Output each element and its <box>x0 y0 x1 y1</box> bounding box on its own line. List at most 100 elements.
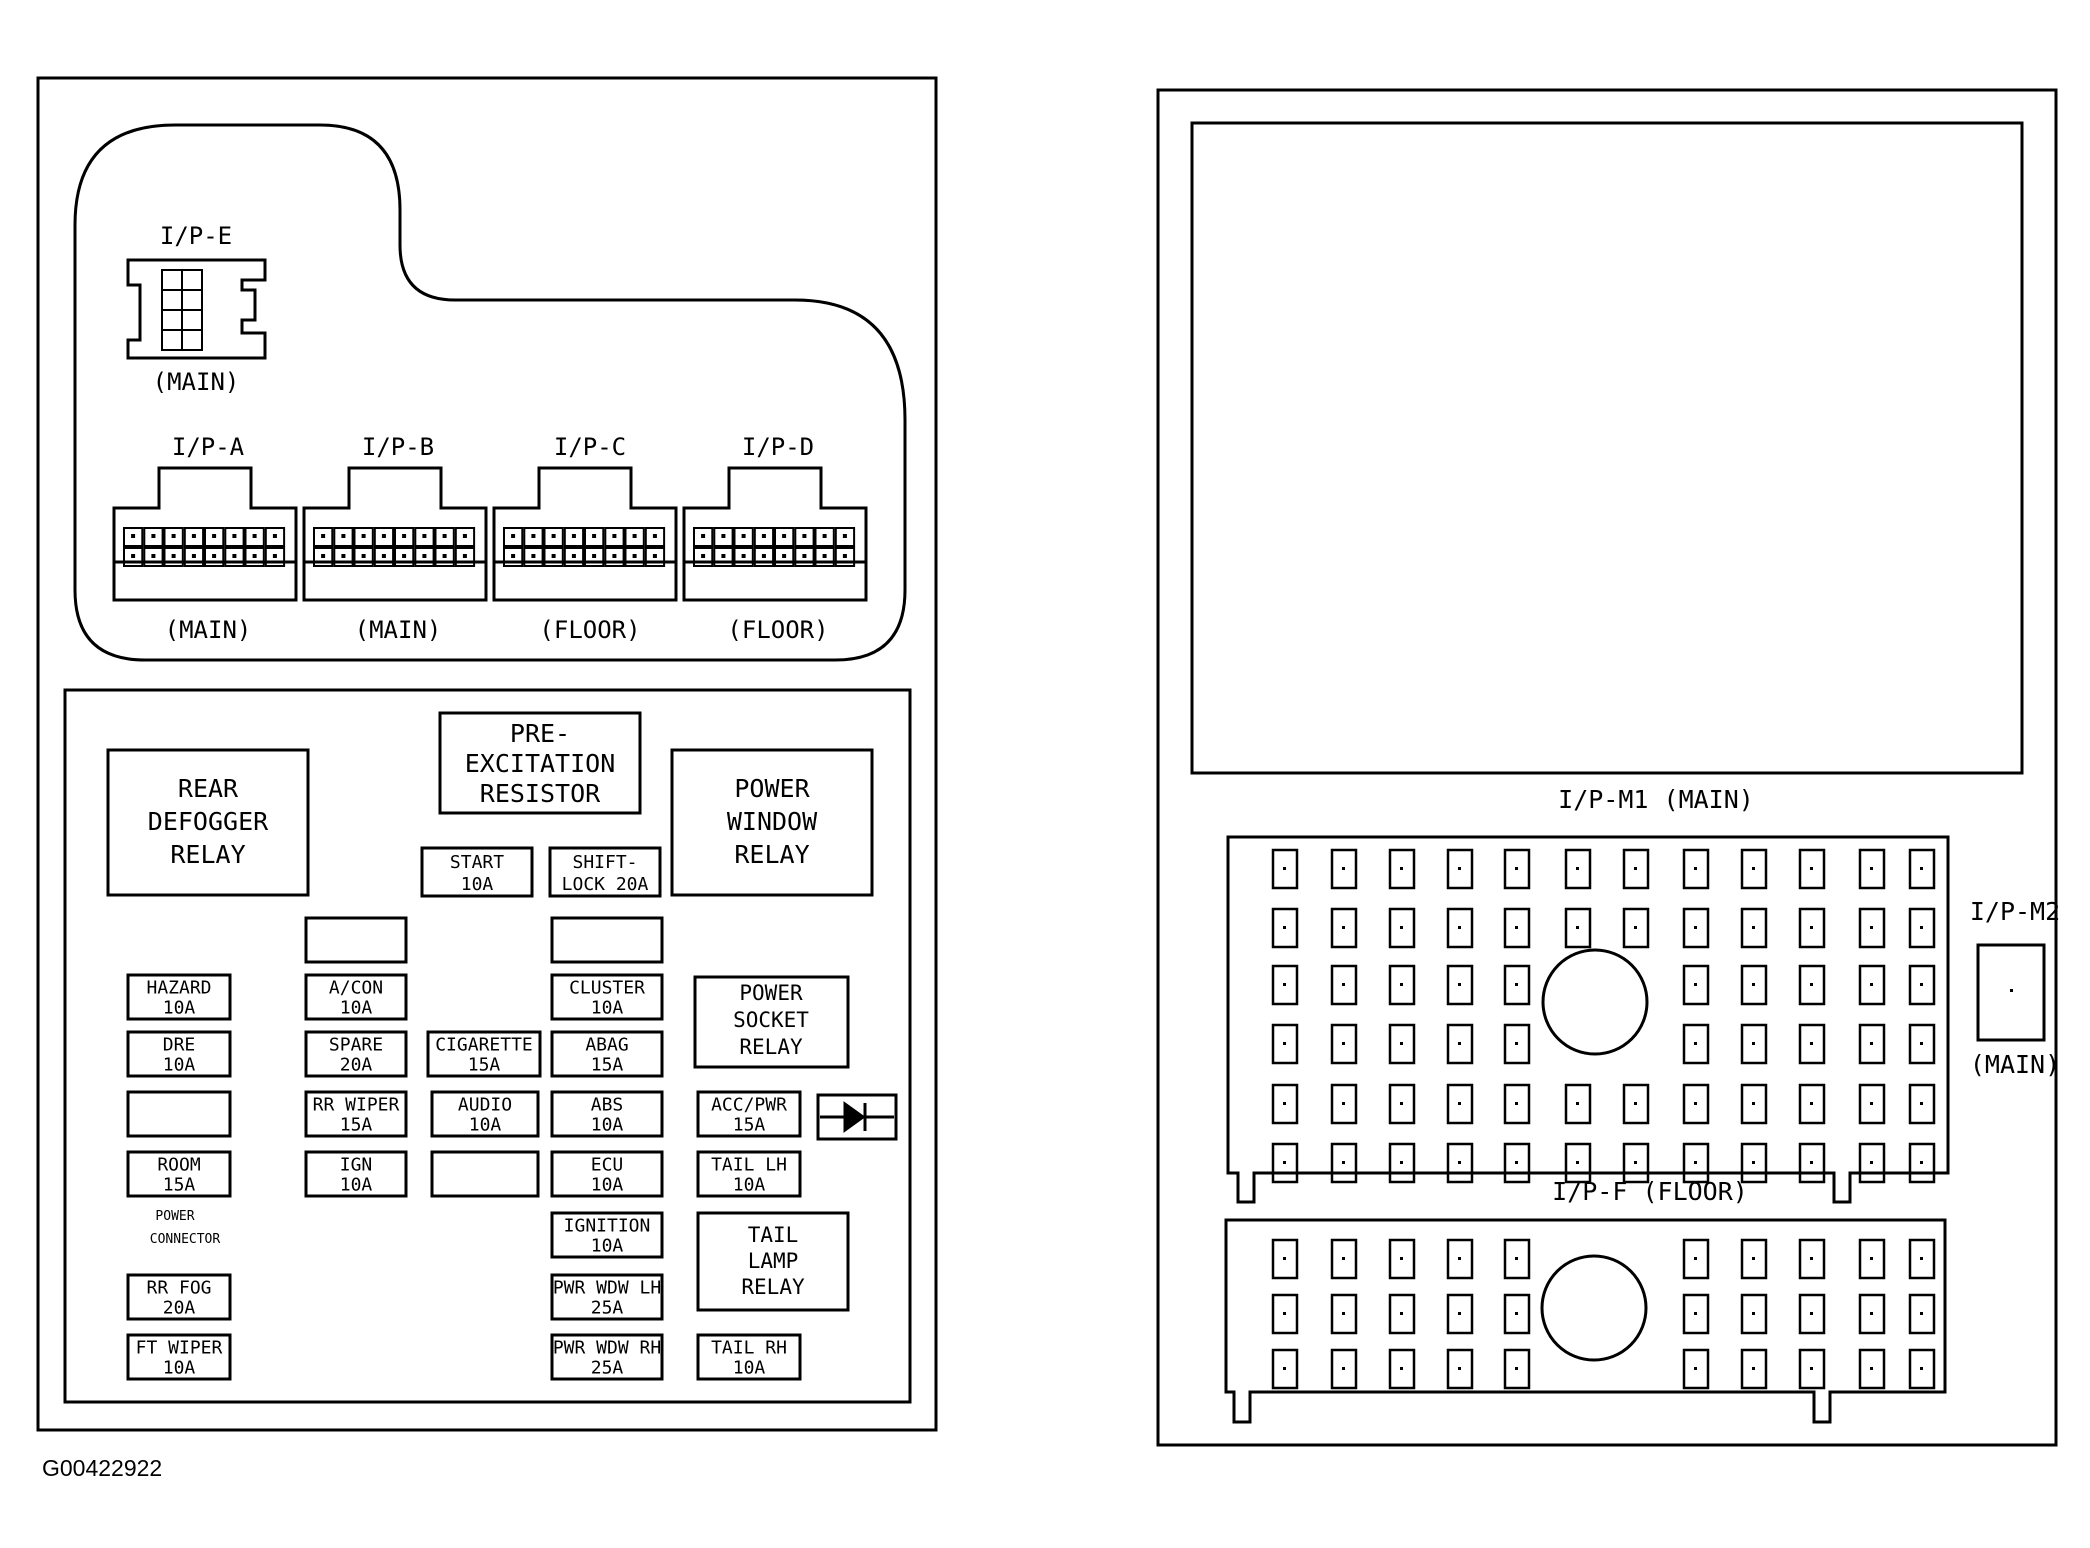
fuse-name: IGN <box>340 1154 373 1175</box>
empty-fuse-slots <box>126 916 664 1198</box>
fuse-outline <box>304 1090 408 1138</box>
pin-slot <box>1271 1348 1299 1390</box>
fuse-name: ROOM <box>157 1154 201 1175</box>
fuse-outline <box>550 1030 664 1078</box>
pin-slot <box>1858 848 1886 890</box>
pin-slot <box>1682 907 1710 949</box>
pin-slot <box>1503 1293 1531 1335</box>
power-socket-relay-line2: SOCKET <box>733 1008 809 1032</box>
fuse-outline <box>304 973 408 1021</box>
pin-slot <box>1740 1083 1768 1125</box>
pin-slot <box>1503 964 1531 1006</box>
pin-slot <box>1503 1348 1531 1390</box>
pin-slot <box>1446 1023 1474 1065</box>
rear-defogger-relay-line3: RELAY <box>170 840 245 869</box>
pin-slot <box>1798 1142 1826 1184</box>
fuse-outline <box>126 1030 232 1078</box>
ip-b-location: (MAIN) <box>355 616 442 644</box>
fuse-name: SPARE <box>329 1034 383 1055</box>
pin-slot <box>1388 848 1416 890</box>
pin-slot <box>1908 1023 1936 1065</box>
pin-slot <box>1388 1083 1416 1125</box>
pin-slot <box>1908 1142 1936 1184</box>
pin-slot <box>1388 1238 1416 1280</box>
fuse-outline <box>550 973 664 1021</box>
pin-slot <box>1622 1083 1650 1125</box>
pin-slot <box>1503 1238 1531 1280</box>
fuse-name: IGNITION <box>564 1215 651 1236</box>
fuse-rating: 10A <box>733 1358 766 1379</box>
fuse-rating: 10A <box>591 1175 624 1196</box>
pin-slot <box>1682 1238 1710 1280</box>
fuse-rating: 10A <box>469 1115 502 1136</box>
fuse-outline <box>696 1333 802 1381</box>
power-window-relay-line2: WINDOW <box>727 807 818 836</box>
power-window-relay-line3: RELAY <box>734 840 809 869</box>
fuse-outline <box>550 1273 664 1321</box>
pin-slot <box>1271 1023 1299 1065</box>
fuse-outline <box>550 1211 664 1259</box>
fuse-outline <box>126 1273 232 1321</box>
pin-slot <box>1858 907 1886 949</box>
pre-excitation-resistor: PRE- EXCITATION RESISTOR <box>438 711 642 815</box>
fuse-outline <box>550 1090 664 1138</box>
fuse-rating: 10A <box>163 998 196 1019</box>
pin-slot <box>1908 1238 1936 1280</box>
pin-slot <box>1798 1023 1826 1065</box>
pin-slot <box>1271 1293 1299 1335</box>
ip-m1-cover <box>1190 121 2024 775</box>
power-window-relay-line1: POWER <box>734 774 810 803</box>
pin-slot <box>1682 1293 1710 1335</box>
right-panel <box>1156 88 2058 1447</box>
pin-slot <box>1740 1293 1768 1335</box>
fuse-rating: 15A <box>340 1115 373 1136</box>
rear-defogger-relay-line1: REAR <box>178 774 239 803</box>
ip-d-name: I/P-D <box>742 433 814 461</box>
fuse-rating: 25A <box>591 1358 624 1379</box>
ip-m2-location: (MAIN) <box>1970 1050 2060 1079</box>
fuse-rating: 10A <box>591 1115 624 1136</box>
pin-slot <box>1740 907 1768 949</box>
pre-excitation-line3: RESISTOR <box>480 779 601 808</box>
pin-slot <box>1740 1348 1768 1390</box>
pin-slot <box>1271 1142 1299 1184</box>
tail-lamp-relay: TAIL LAMP RELAY <box>696 1211 850 1312</box>
pin-slot <box>1622 848 1650 890</box>
figure-id: G00422922 <box>42 1455 163 1481</box>
pin-slot <box>1740 964 1768 1006</box>
pin-slot <box>1330 1348 1358 1390</box>
pin-slot <box>1682 964 1710 1006</box>
ip-f-label: I/P-F (FLOOR) <box>1552 1177 1748 1206</box>
pin-slot <box>1798 1083 1826 1125</box>
ip-f-center-hole <box>1540 1254 1648 1362</box>
fuse-name: AUDIO <box>458 1094 512 1115</box>
pin-slot <box>1330 964 1358 1006</box>
wide-connector <box>112 466 298 602</box>
wide-connector <box>492 466 678 602</box>
pin-slot <box>1682 1142 1710 1184</box>
fuse-outline <box>550 1150 664 1198</box>
fuse-block-frame <box>63 688 912 1404</box>
ip-m2-connector <box>1976 943 2046 1042</box>
pin-slot <box>1858 1083 1886 1125</box>
rear-defogger-relay-line2: DEFOGGER <box>148 807 269 836</box>
empty-slot <box>304 916 408 964</box>
relays: REAR DEFOGGER RELAY PRE- EXCITATION RESI… <box>106 711 874 1312</box>
pin-slot <box>1446 907 1474 949</box>
pin-slot <box>1858 1238 1886 1280</box>
fuse-name: RR FOG <box>146 1277 211 1298</box>
fuse-name: START <box>450 852 504 873</box>
ip-c-location: (FLOOR) <box>539 616 640 644</box>
note-line1: POWER <box>155 1209 194 1224</box>
fuse-rating: 10A <box>340 1175 373 1196</box>
pin-slot <box>1564 848 1592 890</box>
fuse-outline <box>426 1030 542 1078</box>
pin-slot <box>1388 1293 1416 1335</box>
ip-e-location: (MAIN) <box>153 368 240 396</box>
